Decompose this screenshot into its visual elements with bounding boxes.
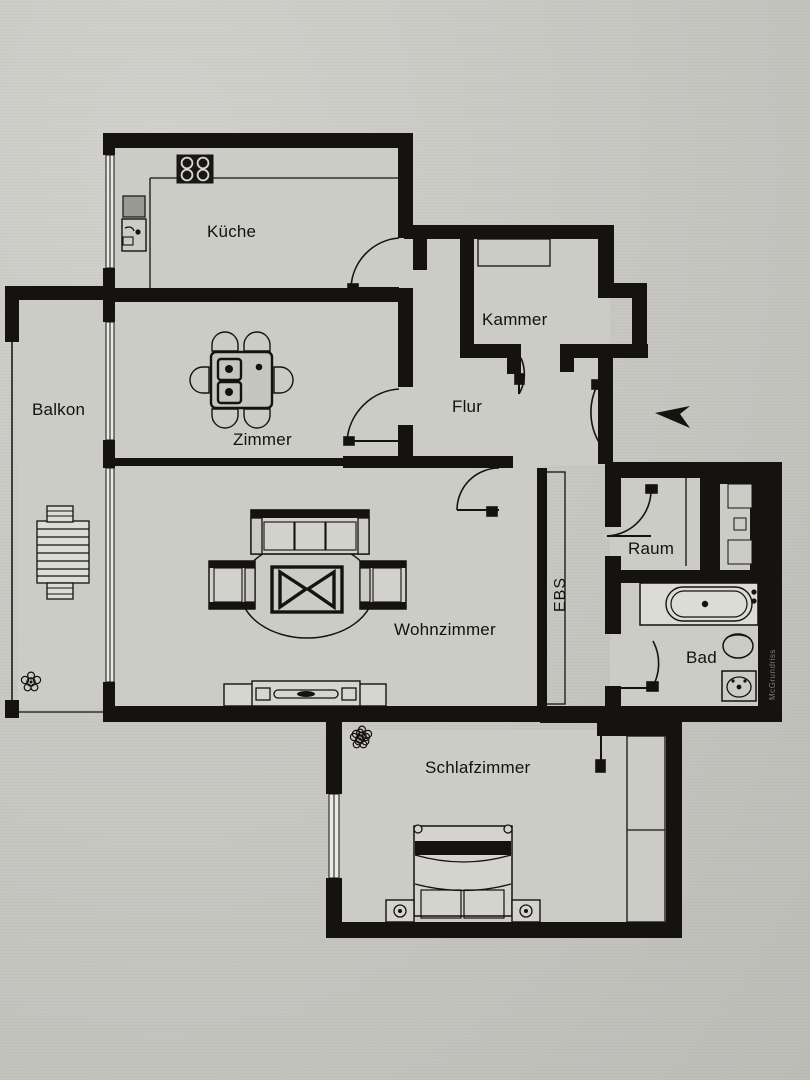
bathtub: [639, 582, 759, 626]
window-kueche-balkon: [105, 154, 115, 269]
room-label-raum: Raum: [628, 539, 675, 558]
entrance-direction-arrow: [655, 406, 690, 428]
doors: [343, 237, 660, 773]
armchair-left: [208, 560, 256, 610]
door-bad: [607, 640, 660, 692]
door-zimmer: [343, 388, 400, 446]
room-label-kueche: Küche: [207, 222, 257, 241]
door-wohnzimmer: [456, 467, 500, 517]
sideboard-tv-unit: [223, 680, 387, 707]
door-kueche: [347, 237, 400, 292]
room-label-kammer: Kammer: [482, 310, 548, 329]
room-label-bad: Bad: [686, 648, 717, 667]
walls: [5, 133, 782, 938]
three-seat-sofa: [250, 509, 370, 555]
room-label-schlafzimmer: Schlafzimmer: [425, 758, 531, 777]
nightstand-right: [511, 899, 541, 923]
room-label-ebs: EBS: [552, 576, 569, 612]
door-raum: [606, 484, 658, 537]
door-kammer: [514, 357, 526, 395]
kitchen-sink: [121, 195, 147, 252]
double-bed: [413, 824, 513, 919]
room-label-wohnzimmer: Wohnzimmer: [394, 620, 496, 639]
dining-table-six-chairs: [189, 331, 294, 429]
door-schlafzimmer: [539, 713, 606, 773]
window-schlafzimmer: [328, 793, 340, 879]
window-zimmer: [105, 321, 115, 441]
furniture: [20, 154, 759, 923]
toilet: [722, 633, 754, 659]
room-label-flur: Flur: [452, 397, 483, 416]
coffee-table: [270, 565, 344, 614]
armchair-right: [359, 560, 407, 610]
radiator: [36, 505, 90, 600]
ventilation-shafts: [727, 483, 753, 565]
nightstand-left: [385, 899, 415, 923]
washbasin: [721, 670, 757, 702]
room-label-zimmer: Zimmer: [233, 430, 292, 449]
window-wohnzimmer: [105, 467, 115, 683]
door-entrance: [590, 379, 607, 445]
watermark: McGrundriss: [768, 649, 777, 700]
room-label-balkon: Balkon: [32, 400, 86, 419]
windows: [105, 154, 340, 879]
stove-four-burner: [176, 154, 214, 184]
